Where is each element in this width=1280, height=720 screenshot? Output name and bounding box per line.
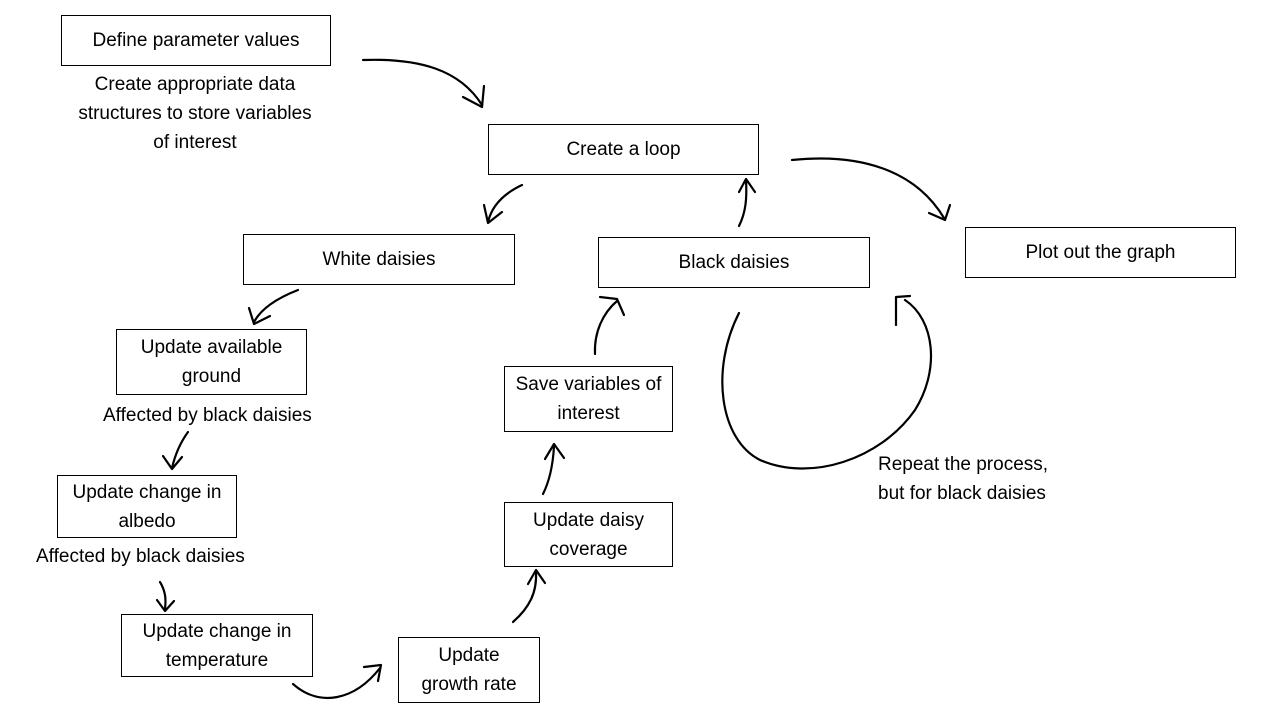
black-daisies-label: Black daisies xyxy=(678,252,790,273)
black-daisies-box: Black daisies xyxy=(598,237,870,288)
arrow-define-to-loop xyxy=(361,58,484,107)
arrowhead-temperature-to-growth xyxy=(362,663,383,683)
arrow-coverage-to-save xyxy=(541,444,556,496)
arrowhead-repeat-loop xyxy=(894,294,912,327)
create-loop-box: Create a loop xyxy=(488,124,759,175)
arrowhead-loop-to-white xyxy=(482,203,504,225)
arrowhead-white-to-ground xyxy=(247,306,272,326)
repeat-process-note: Repeat the process, but for black daisie… xyxy=(878,450,1078,508)
update-change-albedo-box: Update change in albedo xyxy=(57,475,237,538)
update-change-temperature-label: Update change in temperature xyxy=(142,620,292,671)
affected-albedo-text: Affected by black daisies xyxy=(36,546,245,567)
arrowhead-save-to-black xyxy=(598,295,626,317)
white-daisies-box: White daisies xyxy=(243,234,515,285)
affected-albedo-note: Affected by black daisies xyxy=(36,542,245,571)
arrow-repeat-loop xyxy=(721,298,933,470)
update-change-albedo-label: Update change in albedo xyxy=(72,481,222,532)
arrowhead-coverage-to-save xyxy=(543,442,566,461)
arrowhead-ground-to-albedo xyxy=(161,454,184,471)
arrow-black-to-loop xyxy=(737,178,748,228)
update-growth-rate-label: Update growth rate xyxy=(421,645,517,695)
plot-graph-box: Plot out the graph xyxy=(965,227,1236,278)
arrow-loop-to-white xyxy=(486,183,524,224)
arrowhead-growth-to-coverage xyxy=(526,568,547,586)
update-available-ground-label: Update available ground xyxy=(140,337,283,387)
arrow-ground-to-albedo xyxy=(170,430,190,470)
create-loop-label: Create a loop xyxy=(566,139,681,160)
arrow-white-to-ground xyxy=(252,288,300,324)
update-change-temperature-box: Update change in temperature xyxy=(121,614,313,677)
arrowhead-loop-to-plot xyxy=(927,203,952,222)
define-parameters-label: Define parameter values xyxy=(92,30,300,51)
affected-ground-text: Affected by black daisies xyxy=(103,405,312,426)
arrow-growth-to-coverage xyxy=(511,570,538,624)
arrowhead-albedo-to-temperature xyxy=(155,598,176,613)
define-parameters-box: Define parameter values xyxy=(61,15,331,66)
save-variables-label: Save variables of interest xyxy=(515,374,662,424)
arrow-albedo-to-temperature xyxy=(158,580,167,611)
update-available-ground-box: Update available ground xyxy=(116,329,307,395)
arrowhead-define-to-loop xyxy=(461,84,486,109)
white-daisies-label: White daisies xyxy=(322,249,436,270)
create-data-structures-text: Create appropriate data structures to st… xyxy=(78,74,312,153)
affected-ground-note: Affected by black daisies xyxy=(103,401,312,430)
arrow-loop-to-plot xyxy=(790,157,946,220)
update-daisy-coverage-box: Update daisy coverage xyxy=(504,502,673,567)
update-growth-rate-box: Update growth rate xyxy=(398,637,540,703)
save-variables-box: Save variables of interest xyxy=(504,366,673,432)
arrow-save-to-black xyxy=(593,299,619,356)
arrowhead-black-to-loop xyxy=(737,177,757,194)
update-daisy-coverage-label: Update daisy coverage xyxy=(533,509,644,560)
repeat-process-text: Repeat the process, but for black daisie… xyxy=(878,454,1049,504)
plot-graph-label: Plot out the graph xyxy=(1025,242,1176,263)
create-data-structures-note: Create appropriate data structures to st… xyxy=(70,70,320,157)
